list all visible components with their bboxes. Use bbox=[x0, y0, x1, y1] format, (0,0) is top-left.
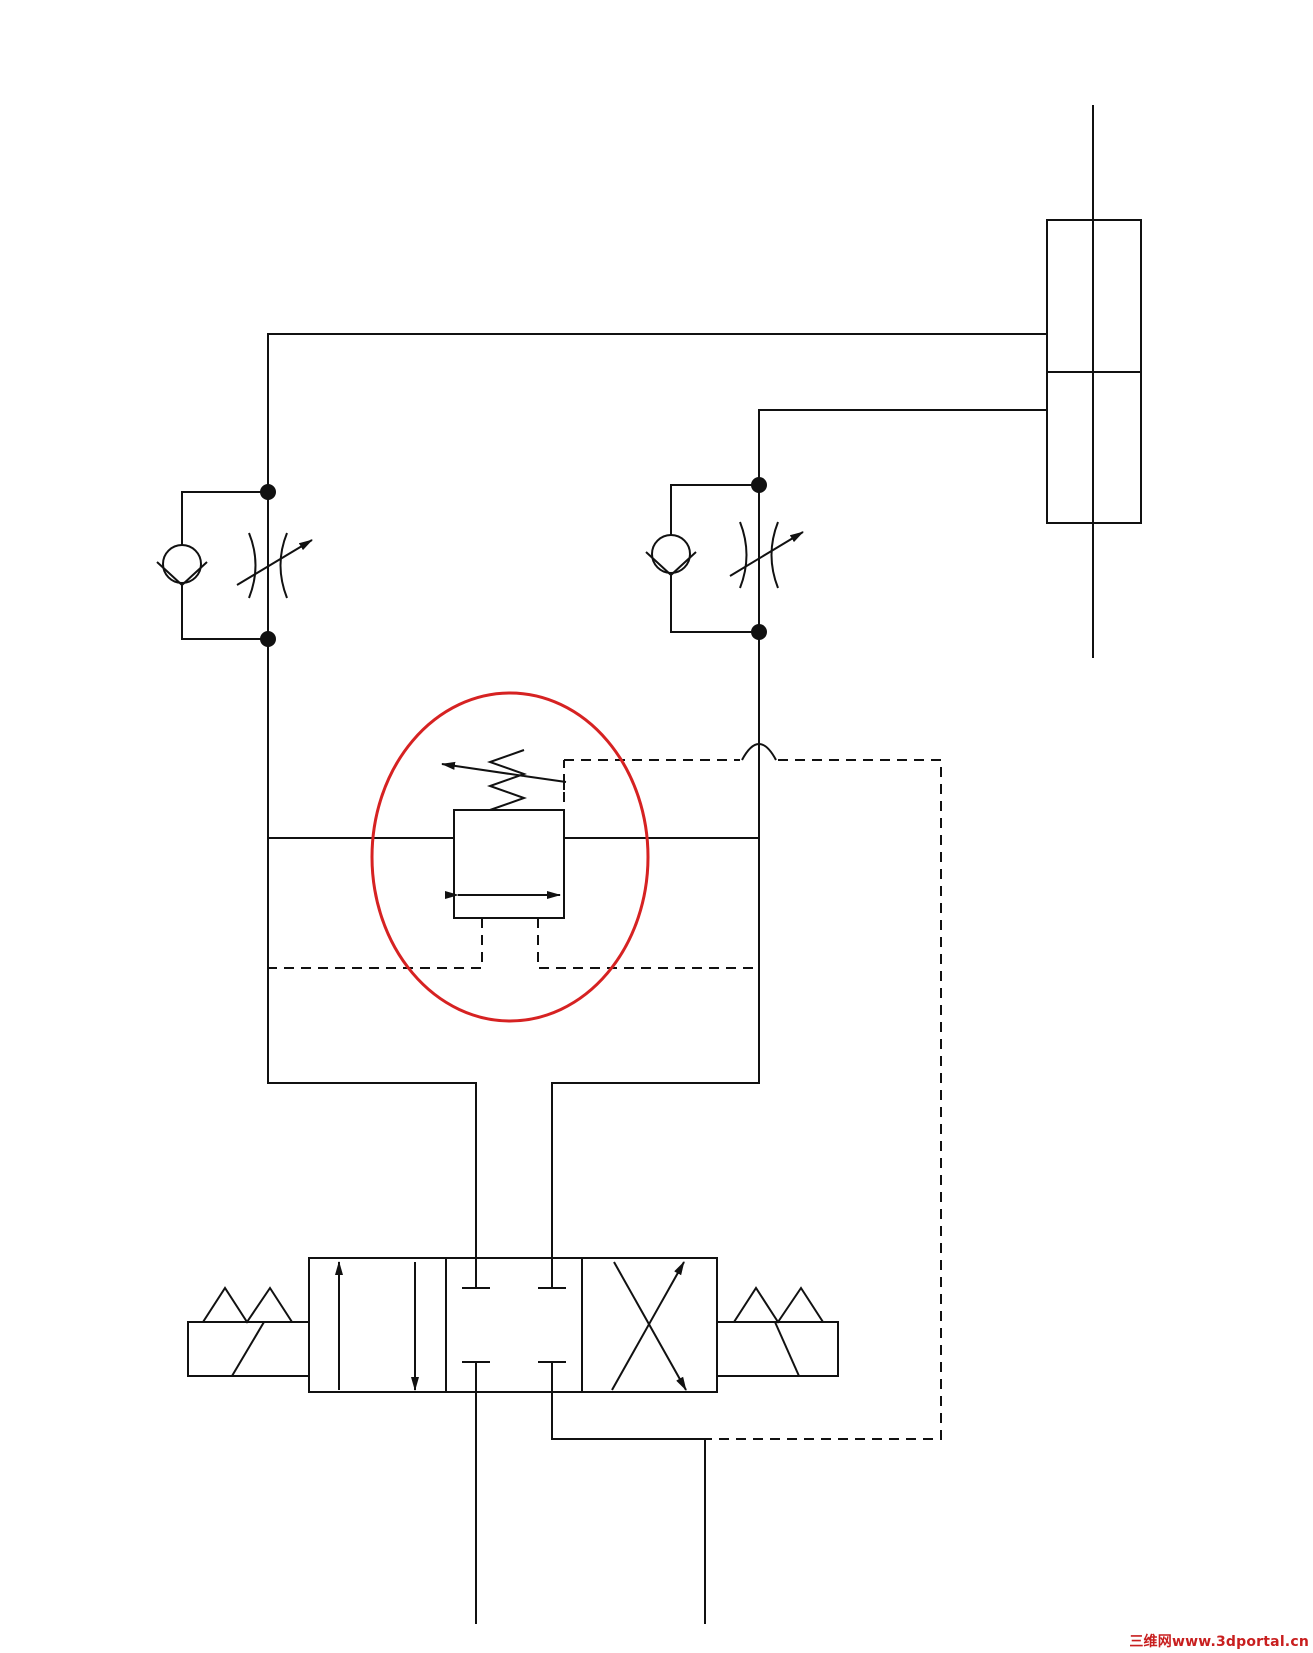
main-lines bbox=[267, 333, 1047, 1624]
left-spring-centering-icon bbox=[202, 1286, 293, 1324]
pilot-line-return bbox=[705, 759, 942, 1440]
left-solenoid-slash bbox=[231, 1321, 265, 1377]
line-a bbox=[267, 333, 1047, 1575]
left-one-way-throttle-valve bbox=[156, 484, 313, 647]
right-junction-lower bbox=[751, 624, 767, 640]
right-envelope-cross-arrow-up-icon bbox=[611, 1261, 685, 1391]
right-solenoid-coil bbox=[716, 1321, 839, 1377]
line-b bbox=[551, 409, 1047, 1258]
relief-valve bbox=[268, 749, 759, 969]
right-throttle-arc-1 bbox=[739, 521, 748, 589]
right-throttle-arc-2 bbox=[770, 521, 779, 589]
right-solenoid-slash bbox=[774, 1321, 800, 1377]
left-junction-lower bbox=[260, 631, 276, 647]
right-one-way-throttle-valve bbox=[645, 477, 804, 640]
valve-body bbox=[308, 1257, 718, 1393]
spring-adjust-arrow-icon bbox=[441, 761, 525, 777]
tank-return-line bbox=[551, 1391, 706, 1624]
left-throttle-arc-2 bbox=[279, 532, 288, 599]
left-check-valve-ball bbox=[162, 544, 202, 584]
highlight-ellipse bbox=[370, 691, 650, 1023]
left-solenoid bbox=[187, 1286, 310, 1377]
relief-valve-body bbox=[453, 809, 565, 919]
left-junction-upper bbox=[260, 484, 276, 500]
pilot-line-left bbox=[268, 918, 483, 969]
relief-spring-icon bbox=[486, 749, 528, 811]
directional-control-valve bbox=[308, 1257, 718, 1393]
right-check-valve-seat bbox=[645, 551, 697, 577]
left-adjust-arrow-icon bbox=[236, 539, 313, 586]
right-solenoid bbox=[716, 1286, 839, 1377]
external-pilot-line bbox=[564, 743, 942, 1440]
right-adjust-arrow-icon bbox=[729, 531, 804, 577]
right-junction-upper bbox=[751, 477, 767, 493]
right-spring-centering-icon bbox=[733, 1286, 824, 1324]
pilot-line-jump-over bbox=[741, 743, 777, 761]
left-check-valve-seat bbox=[156, 561, 208, 587]
left-throttle-arc-1 bbox=[248, 532, 257, 599]
right-envelope-cross-arrow-down-icon bbox=[613, 1261, 687, 1391]
pilot-line-right bbox=[537, 918, 759, 969]
hydraulic-cylinder bbox=[1046, 105, 1142, 658]
watermark: 三维网www.3dportal.cn bbox=[1129, 1631, 1309, 1651]
spring-pilot-tie bbox=[523, 775, 567, 783]
right-check-valve-ball bbox=[651, 534, 691, 574]
